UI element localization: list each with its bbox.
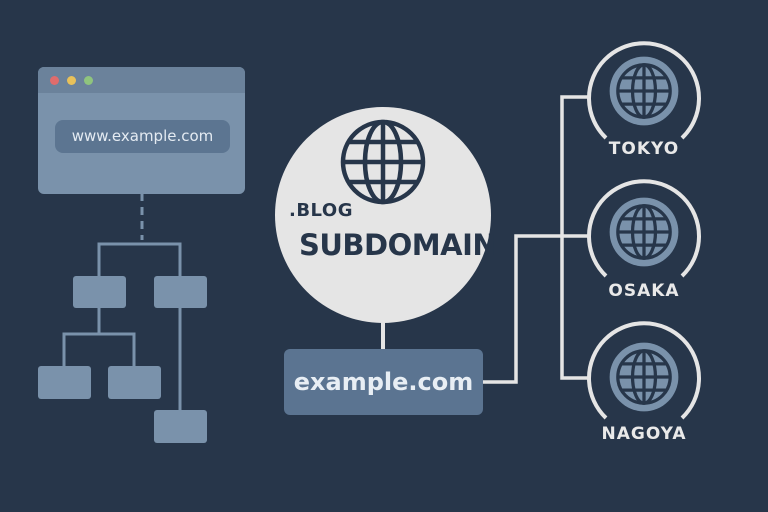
globe-icon: [609, 342, 679, 412]
city-label-tokyo: TOKYO: [608, 139, 680, 159]
browser-window: www.example.com: [38, 67, 245, 194]
city-label-nagoya: NAGOYA: [601, 424, 687, 444]
tree-node: [154, 410, 207, 443]
tree-node: [108, 366, 161, 399]
subdomain-label: SUBDOMAIN: [299, 228, 497, 262]
tree-node: [154, 276, 207, 308]
globe-icon: [609, 56, 679, 126]
city-ring: [587, 321, 701, 420]
maximize-dot-icon: [84, 76, 93, 85]
address-bar: www.example.com: [55, 120, 230, 153]
close-dot-icon: [50, 76, 59, 85]
globe-icon: [340, 119, 426, 205]
tree-node: [73, 276, 126, 308]
city-ring: [587, 41, 701, 140]
tree-node: [38, 366, 91, 399]
tree-connectors: [62, 242, 182, 410]
domain-box: example.com: [284, 349, 483, 415]
minimize-dot-icon: [67, 76, 76, 85]
city-connectors: [483, 95, 588, 384]
browser-title-bar: [38, 67, 245, 93]
city-ring: [587, 179, 701, 278]
globe-icon: [609, 197, 679, 267]
tld-label: .BLOG: [289, 200, 353, 221]
city-label-osaka: OSAKA: [608, 281, 680, 301]
